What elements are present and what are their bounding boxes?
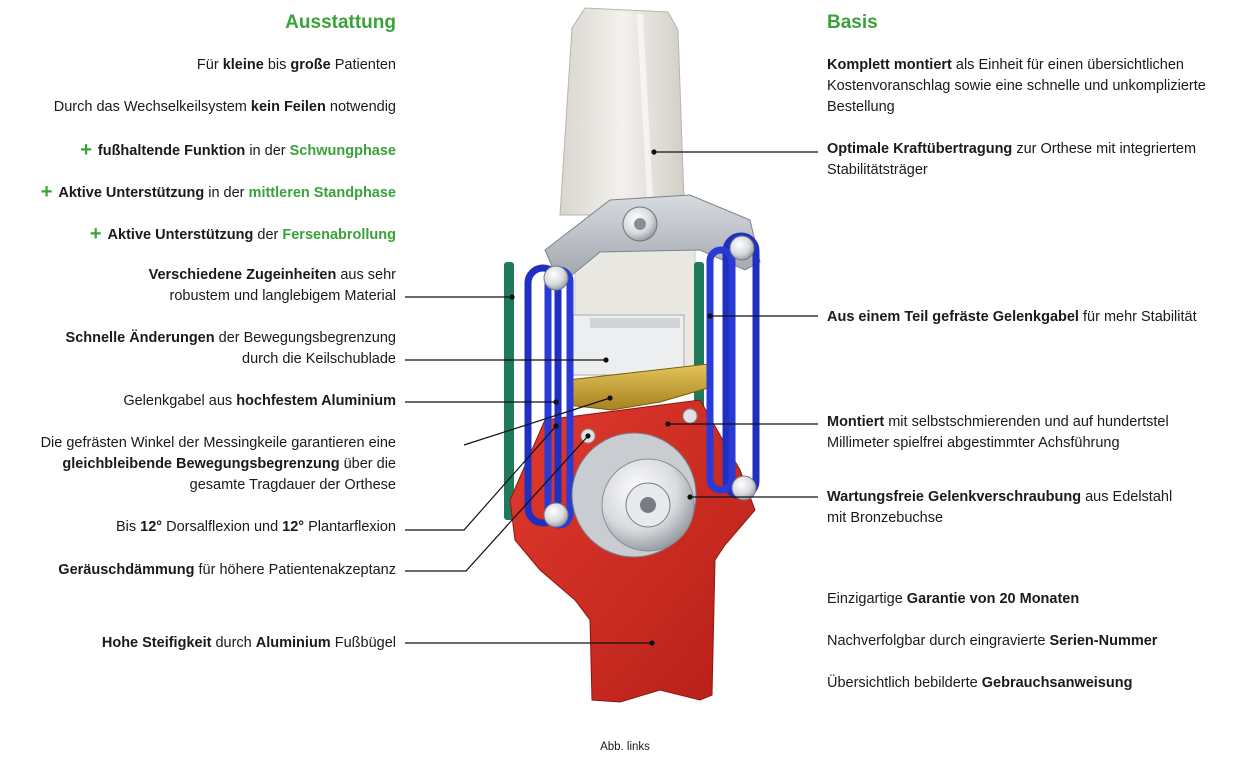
text-segment: Hohe Steifigkeit (101, 635, 212, 651)
right-column-title: Basis (827, 12, 878, 33)
text-segment: notwendig (325, 99, 396, 115)
text-segment: Geräuschdämmung (58, 562, 195, 578)
feature-text: Die gefrästen Winkel der Messingkeile ga… (41, 433, 396, 496)
text-segment: Serien-Nummer (1049, 633, 1158, 649)
text-segment: Plantarflexion (304, 519, 396, 535)
text-segment: Gebrauchsanweisung (981, 675, 1133, 691)
text-segment: für höhere Patientenakzeptanz (194, 562, 396, 578)
text-segment: kleine (222, 57, 264, 73)
leader-lines (405, 149, 818, 646)
text-segment: aus sehr (336, 267, 396, 283)
text-segment: robustem und langlebigem Material (169, 288, 397, 304)
text-segment: Aus einem Teil gefräste Gelenkgabel (827, 309, 1079, 325)
text-segment: der Bewegungsbegrenzung (214, 330, 396, 346)
text-segment: Kostenvoranschlag sowie eine schnelle un… (827, 78, 1206, 94)
feature-text: Für kleine bis große Patienten (197, 55, 396, 76)
text-segment: Für (196, 57, 223, 73)
text-segment: Stabilitätsträger (827, 162, 928, 178)
feature-text: Geräuschdämmung für höhere Patientenakze… (58, 560, 396, 581)
feature-text-plus: + Aktive Unterstützung der Fersenabrollun… (90, 223, 396, 246)
text-segment: aus Edelstahl (1081, 489, 1173, 505)
text-segment: 12° (140, 519, 163, 535)
text-segment: Verschiedene Zugeinheiten (148, 267, 337, 283)
basis-text: Übersichtlich bebilderte Gebrauchsanweis… (827, 673, 1132, 694)
text-segment: gleichbleibende Bewegungsbegrenzung (62, 456, 340, 472)
text-segment: Komplett montiert (827, 57, 952, 73)
text-segment: mittleren Standphase (248, 185, 396, 201)
text-segment: über die (339, 456, 396, 472)
feature-text: Durch das Wechselkeilsystem kein Feilen … (54, 97, 396, 118)
figure-caption: Abb. links (600, 741, 650, 753)
text-segment: Aktive Unterstützung (107, 227, 254, 243)
text-segment: hochfestem Aluminium (236, 393, 396, 409)
basis-text: Komplett montiert als Einheit für einen … (827, 55, 1206, 118)
aluminium-fork (544, 194, 761, 286)
text-segment: fußhaltende Funktion (97, 143, 246, 159)
upper-shaft (559, 7, 685, 216)
feature-text: Bis 12° Dorsalflexion und 12° Plantarfle… (116, 517, 396, 538)
basis-text: Nachverfolgbar durch eingravierte Serien… (827, 631, 1157, 652)
strap-screws (543, 235, 757, 528)
feature-text: Gelenkgabel aus hochfestem Aluminium (123, 391, 396, 412)
text-segment: Aktive Unterstützung (58, 185, 205, 201)
basis-text: Montiert mit selbstschmierenden und auf … (827, 412, 1169, 454)
plus-icon: + (89, 223, 102, 245)
text-segment: Millimeter spielfrei abgestimmter Achsfü… (827, 435, 1120, 451)
text-segment: Optimale Kraftübertragung (827, 141, 1013, 157)
left-column-title: Ausstattung (285, 12, 396, 33)
text-segment: für mehr Stabilität (1078, 309, 1197, 325)
text-segment: Übersichtlich bebilderte (827, 675, 982, 691)
joint-screw (571, 432, 697, 558)
feature-text: Verschiedene Zugeinheiten aus sehr robust… (149, 265, 396, 307)
text-segment: durch die Keilschublade (242, 351, 396, 367)
text-segment: Bestellung (827, 99, 895, 115)
text-segment: in der (204, 185, 249, 201)
text-segment: als Einheit für einen übersichtlichen (951, 57, 1184, 73)
text-segment: mit selbstschmierenden und auf hundertst… (884, 414, 1169, 430)
text-segment: Durch das Wechselkeilsystem (53, 99, 251, 115)
text-segment: zur Orthese mit integriertem (1012, 141, 1197, 157)
basis-text: Aus einem Teil gefräste Gelenkgabel für … (827, 307, 1197, 328)
text-segment: gesamte Tragdauer der Orthese (189, 477, 396, 493)
feature-text-plus: + Aktive Unterstützung in der mittleren S… (41, 181, 396, 204)
feature-text: Schnelle Änderungen der Bewegungsbegrenz… (66, 328, 396, 370)
text-segment: Bis (115, 519, 141, 535)
basis-text: Wartungsfreie Gelenkverschraubung aus Ed… (827, 487, 1172, 529)
text-segment: Schnelle Änderungen (65, 330, 215, 346)
feature-text: Hohe Steifigkeit durch Aluminium Fußbüge… (102, 633, 396, 654)
text-segment: große (290, 57, 331, 73)
text-segment: Montiert (827, 414, 885, 430)
text-segment: 12° (282, 519, 305, 535)
text-segment: Aluminium (255, 635, 331, 651)
text-segment: Garantie von 20 Monaten (906, 591, 1080, 607)
text-segment: Die gefrästen Winkel der Messingkeile ga… (40, 435, 396, 451)
text-segment: Dorsalflexion und (162, 519, 283, 535)
text-segment: Nachverfolgbar durch eingravierte (827, 633, 1050, 649)
green-side-bar-left (504, 262, 514, 520)
plus-icon: + (80, 139, 92, 161)
text-segment: bis (263, 57, 291, 73)
text-segment: Einzigartige (827, 591, 907, 607)
text-segment: durch (211, 635, 256, 651)
basis-text: Einzigartige Garantie von 20 Monaten (827, 589, 1079, 610)
text-segment: Schwungphase (289, 143, 396, 159)
text-segment: Fersenabrollung (282, 227, 396, 243)
text-segment: Wartungsfreie Gelenkverschraubung (827, 489, 1082, 505)
text-segment: der (253, 227, 283, 243)
basis-text: Optimale Kraftübertragung zur Orthese mi… (827, 139, 1196, 181)
plus-icon: + (40, 181, 53, 203)
text-segment: Fußbügel (330, 635, 396, 651)
text-segment: Gelenkgabel aus (123, 393, 237, 409)
text-segment: mit Bronzebuchse (827, 510, 944, 526)
feature-text-plus: + fußhaltende Funktion in der Schwungphas… (80, 139, 396, 162)
text-segment: in der (245, 143, 290, 159)
text-segment: kein Feilen (250, 99, 326, 115)
text-segment: Patienten (330, 57, 396, 73)
